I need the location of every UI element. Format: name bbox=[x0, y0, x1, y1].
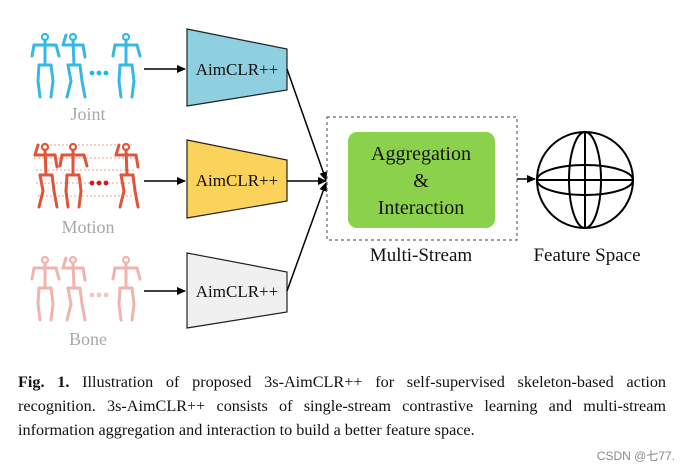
motion-label: Motion bbox=[61, 217, 114, 237]
feature-space-label: Feature Space bbox=[533, 245, 640, 266]
bone-encoder-label: AimCLR++ bbox=[196, 282, 278, 301]
caption-prefix: Fig. 1. bbox=[18, 373, 70, 391]
aggregation-text-line2: & bbox=[413, 170, 429, 192]
bone-label: Bone bbox=[69, 329, 107, 349]
joint-to-agg-arrow bbox=[286, 68, 328, 181]
motion-encoder bbox=[186, 139, 288, 219]
framework-diagram: Joint Motion Bone AimCLR++ AimCLR++ AimC… bbox=[30, 28, 641, 349]
multi-stream-label: Multi-Stream bbox=[370, 245, 473, 266]
watermark: CSDN @七77. bbox=[596, 449, 675, 463]
aggregation-text-line1: Aggregation bbox=[371, 143, 471, 165]
bone-dots bbox=[89, 292, 109, 298]
motion-trail-lines bbox=[34, 144, 136, 197]
motion-skeleton-group bbox=[33, 142, 140, 209]
joint-encoder-label: AimCLR++ bbox=[196, 60, 278, 79]
motion-encoder-label: AimCLR++ bbox=[196, 171, 278, 190]
figure-caption: Fig. 1. Illustration of proposed 3s-AimC… bbox=[18, 370, 666, 442]
joint-dots bbox=[89, 70, 109, 76]
bone-encoder bbox=[186, 252, 288, 329]
joint-label: Joint bbox=[70, 104, 105, 124]
multi-stream-box bbox=[326, 116, 518, 241]
joint-encoder bbox=[186, 28, 288, 107]
joint-skeleton-group bbox=[30, 32, 142, 99]
bone-to-agg-arrow bbox=[286, 182, 328, 292]
aggregation-block bbox=[348, 132, 495, 228]
bone-skeleton-group bbox=[30, 255, 142, 322]
feature-space-sphere-icon bbox=[536, 131, 634, 229]
motion-dots bbox=[89, 180, 109, 186]
aggregation-text-line3: Interaction bbox=[378, 197, 465, 219]
caption-text: Illustration of proposed 3s-AimCLR++ for… bbox=[18, 373, 667, 439]
